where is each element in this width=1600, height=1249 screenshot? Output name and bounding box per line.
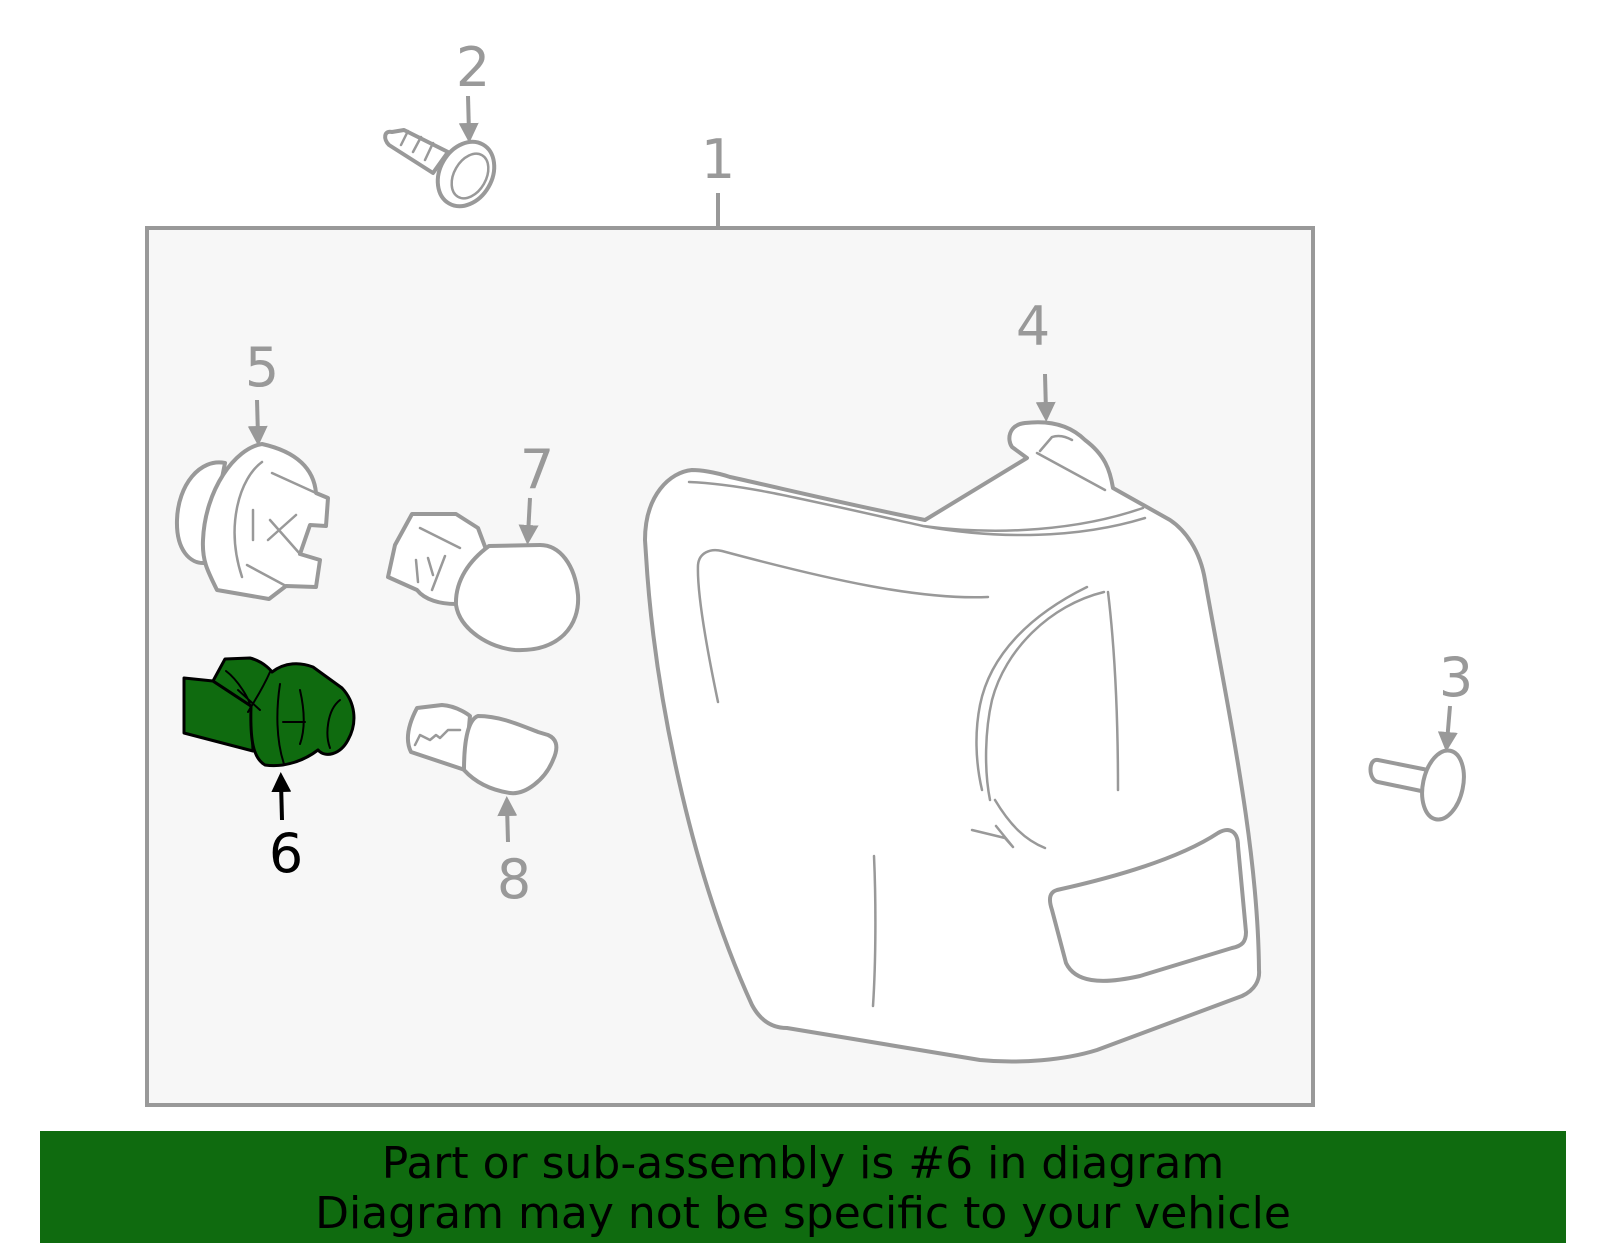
- bulb-part-8: [405, 703, 559, 796]
- callout-7: 7: [520, 438, 554, 501]
- lamp-housing-part-4: [643, 420, 1262, 1064]
- pin-part-3: [1368, 748, 1466, 822]
- callout-8: 8: [497, 848, 531, 911]
- callout-7-arrow: [518, 497, 539, 545]
- banner-line-1: Part or sub-assembly is #6 in diagram: [381, 1138, 1225, 1189]
- bulb-part-7: [386, 512, 581, 653]
- callout-3: 3: [1439, 646, 1473, 709]
- callout-2: 2: [456, 36, 490, 99]
- screw-part-2: [383, 128, 497, 209]
- callout-5-arrow: [247, 399, 268, 446]
- highlighted-part-6: [182, 656, 356, 768]
- callout-4: 4: [1016, 295, 1050, 358]
- callout-1: 1: [701, 128, 735, 191]
- callout-6-arrow: [271, 772, 292, 821]
- callout-8-arrow: [497, 796, 518, 843]
- callout-2-arrow: [458, 95, 479, 143]
- info-banner: Part or sub-assembly is #6 in diagram Di…: [40, 1131, 1566, 1243]
- callout-6: 6: [269, 822, 303, 885]
- callout-5: 5: [245, 336, 279, 399]
- callout-4-arrow: [1035, 373, 1056, 422]
- callout-3-arrow: [1437, 705, 1458, 752]
- socket-part-5: [174, 442, 330, 601]
- banner-line-2: Diagram may not be specific to your vehi…: [315, 1188, 1291, 1239]
- banner-background: [40, 1131, 1566, 1243]
